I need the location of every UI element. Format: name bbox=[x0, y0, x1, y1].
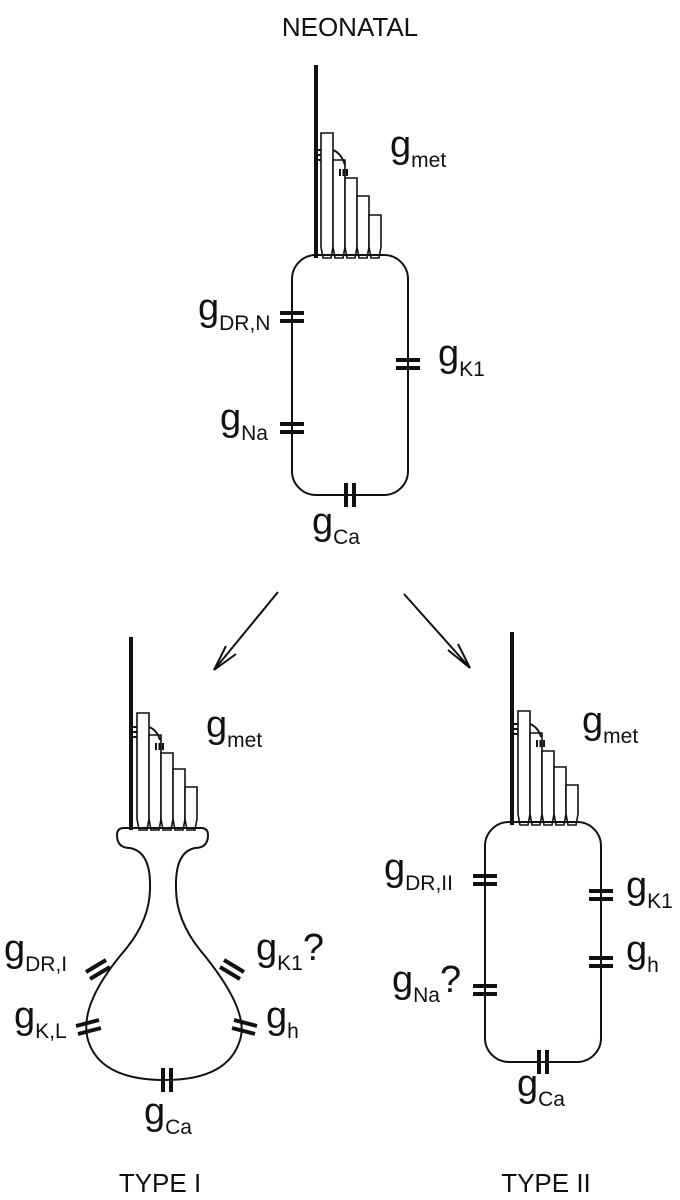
neonatal-cell: NEONATAL gmet bbox=[198, 12, 485, 549]
channel-gna bbox=[280, 422, 304, 434]
stereocilia-bundle bbox=[131, 712, 198, 831]
channel-gca bbox=[344, 483, 356, 507]
label-gdr: gDR,I bbox=[4, 928, 67, 976]
label-gk1: gK1 bbox=[438, 333, 485, 381]
neonatal-title: NEONATAL bbox=[282, 12, 418, 42]
stereocilia-bundle bbox=[512, 710, 579, 826]
channel-gh bbox=[589, 956, 613, 968]
label-gca: gCa bbox=[517, 1063, 565, 1111]
label-gdr: gDR,N bbox=[198, 287, 270, 335]
channel-gkl bbox=[75, 1018, 102, 1036]
label-gkl: gK,L bbox=[14, 995, 67, 1043]
label-gmet: gmet bbox=[206, 704, 262, 752]
channel-gca bbox=[161, 1068, 173, 1092]
channel-gca bbox=[537, 1050, 549, 1074]
label-gh: gh bbox=[626, 929, 659, 977]
label-gmet: gmet bbox=[390, 124, 446, 172]
channel-gdr bbox=[84, 958, 112, 981]
stereocilia-bundle bbox=[316, 132, 382, 259]
type2-title: TYPE II bbox=[501, 1168, 591, 1198]
channel-gna bbox=[473, 984, 497, 996]
label-gna: gNa? bbox=[392, 959, 461, 1007]
label-gdr: gDR,II bbox=[384, 847, 453, 895]
channel-gk1 bbox=[396, 358, 420, 370]
label-gca: gCa bbox=[144, 1091, 192, 1139]
channel-gh bbox=[231, 1018, 258, 1036]
channel-gdr bbox=[280, 311, 304, 323]
type1-title: TYPE I bbox=[119, 1168, 201, 1198]
cell-body bbox=[85, 827, 243, 1082]
channel-gk1 bbox=[589, 889, 613, 901]
label-gna: gNa bbox=[220, 397, 268, 445]
label-gk1: gK1 bbox=[626, 865, 673, 913]
label-gmet: gmet bbox=[582, 700, 638, 748]
cell-body bbox=[484, 821, 602, 1063]
label-gk1: gK1? bbox=[256, 927, 324, 975]
arrow-to-type1 bbox=[213, 591, 279, 671]
channel-gk1 bbox=[218, 958, 246, 981]
label-gca: gCa bbox=[312, 501, 360, 549]
type2-cell: gmet gDR,II gNa? gK1 gh gCa TYPE II bbox=[384, 632, 673, 1198]
type1-cell: gmet gDR,I gK,L gK1? gh gCa TYPE I bbox=[4, 637, 324, 1198]
cell-body bbox=[291, 254, 409, 496]
arrow-to-type2 bbox=[403, 593, 471, 669]
label-gh: gh bbox=[266, 995, 299, 1043]
channel-gdr bbox=[473, 874, 497, 886]
